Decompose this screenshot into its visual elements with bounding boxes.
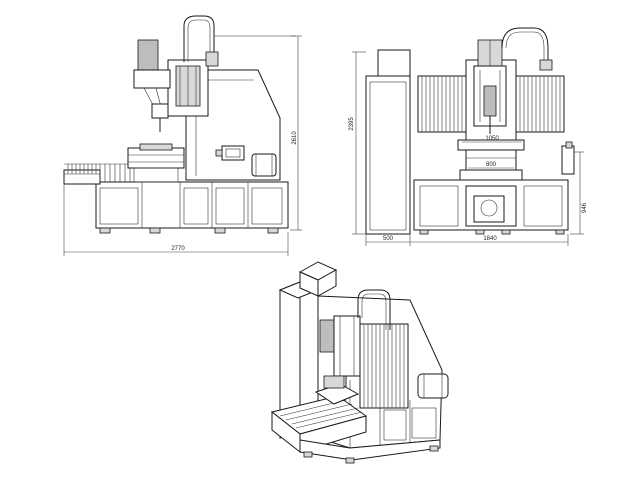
front-column [185, 69, 281, 181]
side-bellows-left [417, 75, 467, 133]
iso-motor [417, 373, 449, 399]
side-cable-arch [501, 27, 549, 64]
front-control-box [221, 145, 245, 161]
side-base-height-dimension: 946 [570, 151, 588, 235]
side-view: 2395 1050 800 946 500 1840 [349, 27, 588, 246]
front-motor [251, 153, 277, 177]
side-table-inner-dimension: 800 [468, 162, 514, 169]
side-right-motor [561, 145, 575, 175]
iso-bellows [359, 323, 409, 409]
side-tall-cabinet [365, 75, 411, 235]
side-bellows-right [515, 75, 565, 133]
side-height-label: 2395 [349, 117, 355, 131]
iso-cable-arch [357, 289, 391, 330]
side-table-width-label: 1050 [485, 136, 499, 142]
front-width-label: 2770 [171, 246, 185, 252]
front-height-label: 2610 [292, 131, 298, 145]
side-base-width-label: 1840 [483, 236, 497, 242]
side-cabinet-width-label: 500 [383, 236, 394, 242]
front-rotary-table [127, 147, 185, 169]
side-table-inner-label: 800 [486, 162, 497, 168]
side-table-width-dimension: 1050 [462, 136, 522, 143]
front-base-cabinet [95, 181, 289, 229]
front-view: 2610 2770 [63, 15, 302, 256]
front-width-dimension: 2770 [63, 184, 289, 256]
side-bottom-dimensions: 500 1840 [365, 234, 569, 246]
isometric-view [270, 261, 449, 464]
front-conveyor [63, 169, 101, 185]
side-height-dimension: 2395 [349, 51, 366, 235]
front-cable-arch [183, 15, 215, 62]
side-base-height-label: 946 [582, 202, 588, 213]
front-height-dimension: 2610 [214, 35, 302, 231]
side-chip-outlet [480, 199, 498, 217]
